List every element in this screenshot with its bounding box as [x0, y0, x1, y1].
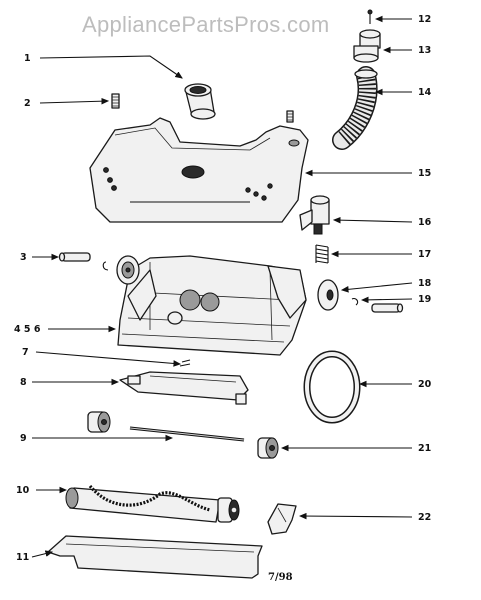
part-4-5-6-base-housing — [117, 255, 307, 356]
part-15-hood — [89, 117, 309, 223]
callout-15: 15 — [418, 168, 431, 179]
part-13-coupling — [353, 29, 381, 63]
part-11-bumper — [47, 535, 263, 579]
watermark-text: AppliancePartsPros.com — [82, 12, 329, 37]
callout-21: 21 — [418, 443, 431, 454]
footer-code: 7/98 — [268, 572, 293, 583]
part-22-bracket — [267, 503, 297, 535]
part-19-axle — [351, 298, 404, 313]
part-8-bottom-plate — [119, 371, 249, 405]
part-12-screw — [367, 9, 373, 24]
part-14-hose — [332, 66, 378, 150]
callout-22: 22 — [418, 512, 431, 523]
wheel-left — [116, 255, 140, 285]
part-20-belt — [303, 350, 361, 424]
callout-12: 12 — [418, 14, 431, 25]
callout-4-5-6: 4 5 6 — [14, 324, 41, 335]
callout-7: 7 — [22, 347, 29, 358]
part-16-valve — [299, 195, 330, 235]
clip-left — [102, 261, 109, 271]
part-18-wheel — [317, 279, 339, 311]
callout-3: 3 — [20, 252, 27, 263]
part-2-screw — [111, 93, 120, 109]
end-cap-left — [87, 411, 111, 433]
callout-11: 11 — [16, 552, 29, 563]
callout-10: 10 — [16, 485, 30, 496]
part-10-brushroll — [65, 484, 240, 523]
leader-lines — [31, 15, 413, 558]
callout-14: 14 — [418, 87, 432, 98]
callout-20: 20 — [418, 379, 432, 390]
callout-8: 8 — [20, 377, 27, 388]
part-7-clip — [179, 359, 191, 367]
part-9-rod — [129, 426, 245, 442]
part-3-axle — [58, 252, 91, 262]
screw-small — [286, 110, 294, 123]
callout-2: 2 — [24, 98, 31, 109]
callout-1: 1 — [24, 53, 31, 64]
part-1-hose-connector — [184, 83, 216, 120]
callout-labels: 1 2 3 4 5 6 7 8 9 10 11 12 13 14 15 16 1… — [14, 14, 432, 563]
part-17-spring — [315, 244, 329, 264]
callout-16: 16 — [418, 217, 432, 228]
callout-13: 13 — [418, 45, 431, 56]
part-21-end-cap — [257, 437, 279, 459]
callout-19: 19 — [418, 294, 431, 305]
callout-17: 17 — [418, 249, 431, 260]
callout-18: 18 — [418, 278, 432, 289]
callout-9: 9 — [20, 433, 27, 444]
